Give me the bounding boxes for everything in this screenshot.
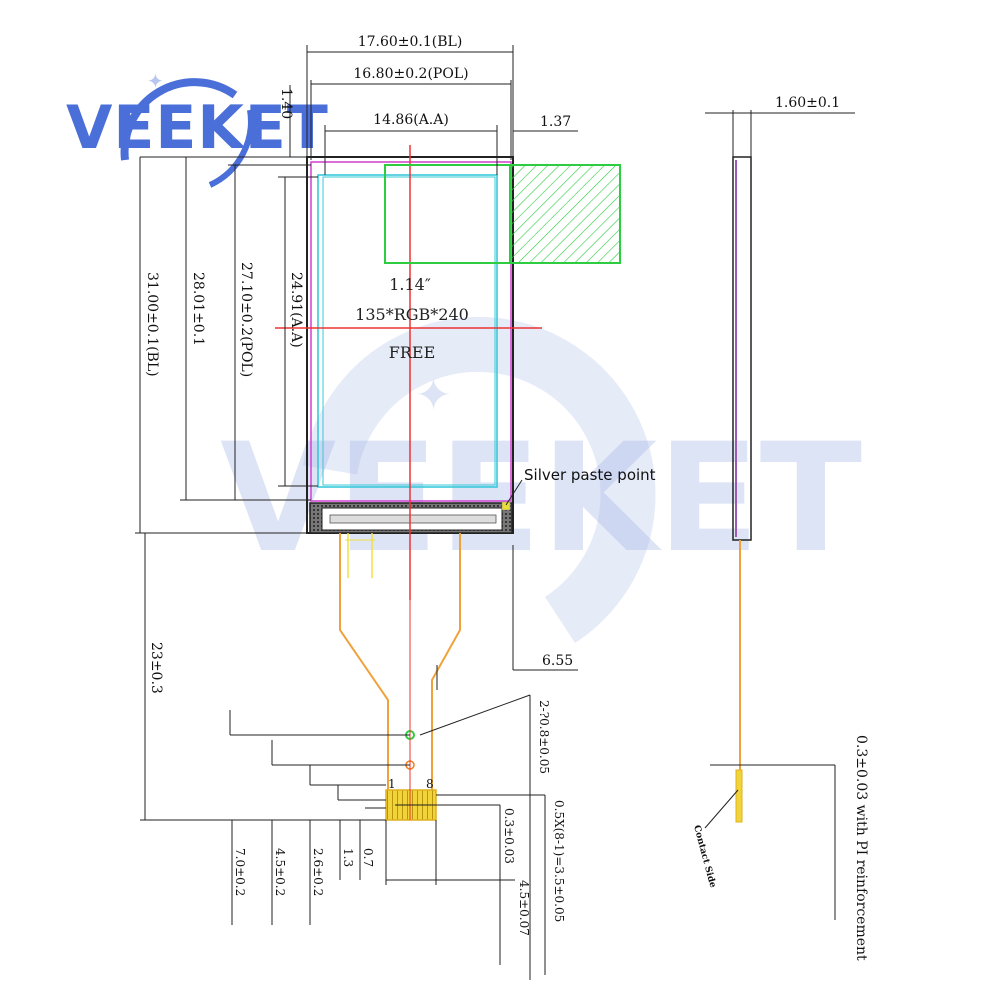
dim-pin: 0.3±0.03 — [502, 808, 516, 864]
dim-bottom-26: 2.6±0.2 — [311, 848, 325, 896]
reinforcement-label: 0.3±0.03 with PI reinforcement — [853, 735, 869, 961]
dim-hole: 2-?0.8±0.05 — [537, 700, 551, 774]
logo-sparkle-icon: ✦ — [147, 71, 164, 93]
dim-right-offset: 1.37 — [540, 114, 571, 130]
dim-aa-height: 24.91(A.A) — [288, 272, 304, 348]
watermark: VEEKET ✦ — [220, 316, 862, 643]
dim-pol-height: 27.10±0.2(POL) — [238, 262, 254, 377]
dim-width-45: 4.5±0.07 — [517, 880, 531, 936]
dim-pitch: 0.5X(8-1)=3.5±0.05 — [552, 800, 566, 922]
pin-last-label: 8 — [426, 777, 434, 791]
side-view — [704, 110, 855, 920]
dimension-lines — [135, 45, 578, 980]
dim-bottom-7: 7.0±0.2 — [233, 848, 247, 896]
dim-fpc-length: 23±0.3 — [148, 642, 164, 694]
contact-side-label: Contact Side — [691, 824, 717, 889]
brand-logo: ✦ VEEKET — [66, 71, 329, 188]
dim-fpc-offset: 6.55 — [542, 653, 573, 669]
dim-top-offset: 1.40 — [278, 88, 294, 119]
silver-paste-leader — [505, 479, 523, 506]
dim-bottom-45: 4.5±0.2 — [273, 848, 287, 896]
front-view — [275, 145, 621, 600]
dim-bl-height: 31.00±0.1(BL) — [144, 272, 160, 377]
display-resolution: 135*RGB*240 — [355, 305, 469, 324]
dim-bottom-07: 0.7 — [361, 848, 375, 867]
logo-text: VEEKET — [66, 93, 329, 163]
dim-height-28: 28.01±0.1 — [190, 272, 206, 346]
dim-pol-width: 16.80±0.2(POL) — [353, 66, 468, 82]
dim-bl-width: 17.60±0.1(BL) — [358, 34, 463, 50]
sparkle-icon: ✦ — [415, 371, 452, 420]
watermark-text: VEEKET — [220, 412, 862, 586]
dim-aa-width: 14.86(A.A) — [373, 112, 449, 128]
pin-first-label: 1 — [388, 777, 396, 791]
dim-bottom-13: 1.3 — [341, 848, 355, 867]
silver-paste-label: Silver paste point — [524, 466, 656, 484]
dim-thickness: 1.60±0.1 — [775, 95, 840, 111]
display-mode: FREE — [389, 343, 436, 362]
display-size: 1.14″ — [389, 275, 431, 294]
